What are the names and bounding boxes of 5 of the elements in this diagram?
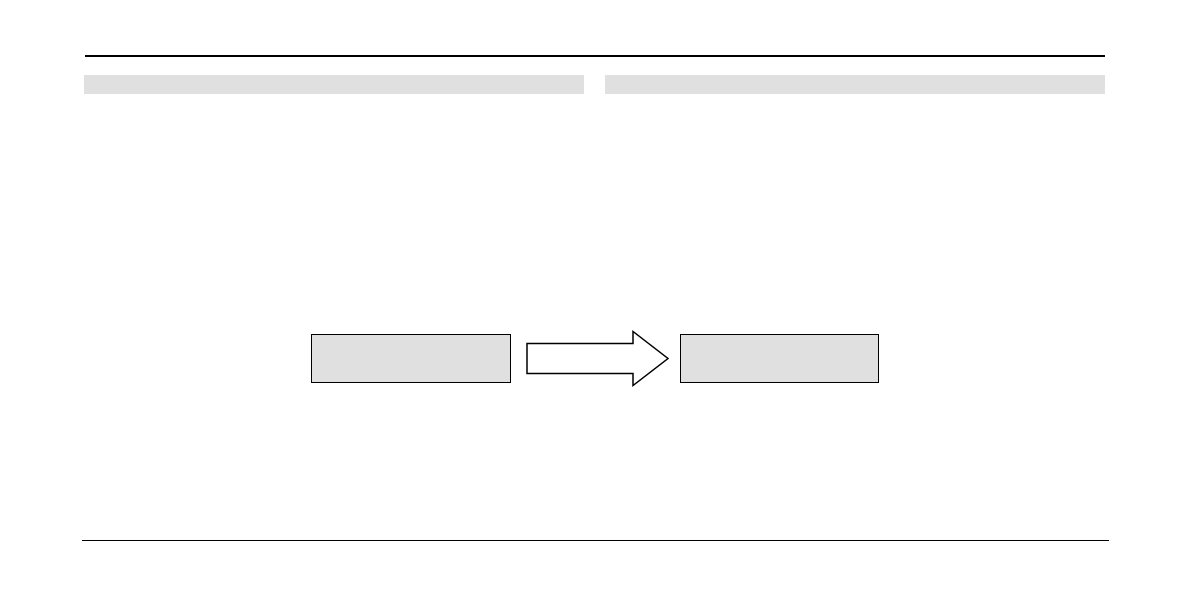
header-bar — [84, 75, 584, 94]
process-box — [311, 334, 511, 383]
process-box — [680, 334, 879, 383]
header-bar — [605, 75, 1105, 94]
block-arrow — [526, 329, 670, 388]
